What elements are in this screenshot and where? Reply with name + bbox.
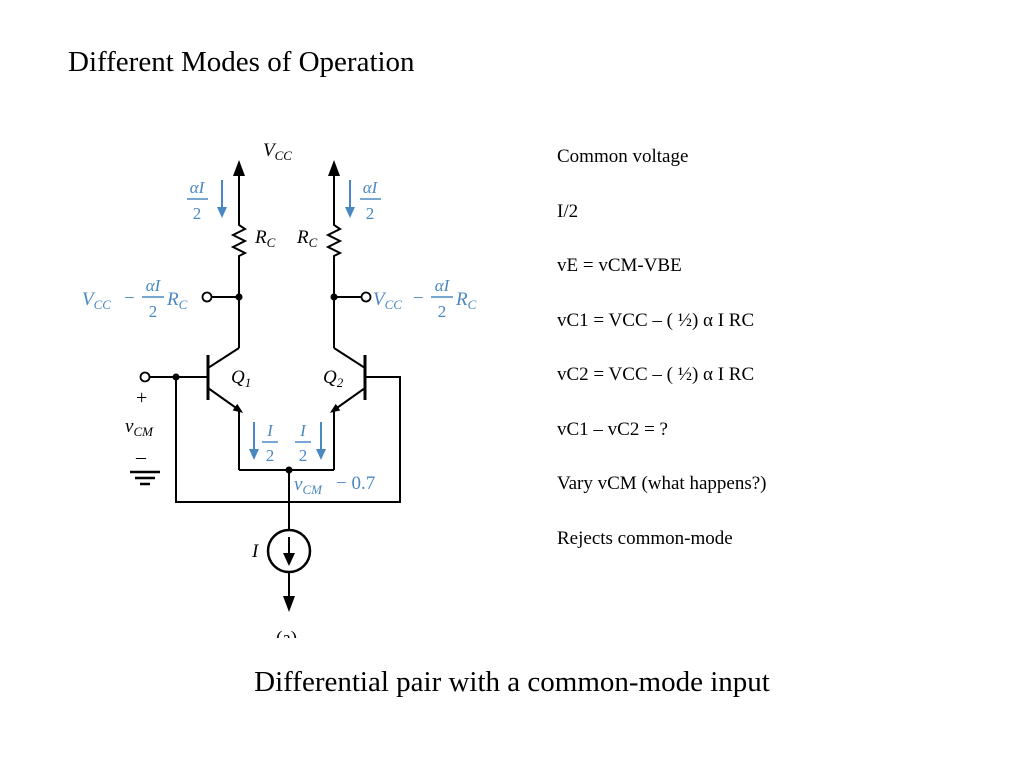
output-voltage-right-label: VCC − αI 2 RC — [373, 276, 477, 321]
svg-text:RC: RC — [166, 289, 188, 312]
svg-text:I: I — [299, 421, 307, 440]
svg-text:vCM: vCM — [294, 474, 323, 497]
output-node-right — [330, 291, 372, 303]
note-item: I/2 — [557, 200, 579, 222]
slide-title: Different Modes of Operation — [68, 46, 415, 78]
base-tie-wire — [175, 376, 401, 503]
ground-return-arrow — [283, 572, 295, 612]
vcc-label: VCC — [263, 140, 292, 163]
resistor-rc-left — [230, 222, 248, 260]
current-source-label: I — [251, 541, 260, 562]
resistor-rc-right-label: RC — [296, 227, 318, 250]
transistor-q2 — [329, 347, 367, 470]
note-item: vC1 = VCC – ( ½) α I RC — [557, 309, 755, 331]
svg-text:αI: αI — [146, 276, 162, 295]
svg-text:RC: RC — [455, 289, 477, 312]
svg-text:αI: αI — [190, 178, 206, 197]
slide-caption: Differential pair with a common-mode inp… — [254, 666, 770, 698]
svg-text:I: I — [266, 421, 274, 440]
svg-text:VCC: VCC — [82, 289, 111, 312]
emitter-current-right: I 2 — [295, 421, 326, 465]
q1-label: Q1 — [231, 367, 251, 390]
input-terminal — [139, 371, 208, 383]
current-source — [266, 528, 312, 574]
svg-text:2: 2 — [299, 446, 308, 465]
output-voltage-left-label: VCC − αI 2 RC — [82, 276, 188, 321]
ground-icon — [130, 470, 160, 486]
figure-label: (a) — [276, 628, 297, 640]
note-item: Rejects common-mode — [557, 527, 733, 549]
differential-pair-circuit: VCC αI 2 αI 2 RC RC VC — [82, 140, 477, 640]
note-item: vC1 – vC2 = ? — [557, 418, 668, 440]
svg-text:− 0.7: − 0.7 — [336, 473, 375, 494]
input-minus-sign: – — [135, 446, 147, 468]
q2-label: Q2 — [323, 367, 344, 390]
note-item: vC2 = VCC – ( ½) α I RC — [557, 364, 755, 385]
emitter-voltage-label: vCM − 0.7 — [294, 473, 375, 497]
vcc-left-arrow — [233, 160, 245, 222]
input-vcm-label: vCM — [125, 416, 154, 439]
note-item: vE = vCM-VBE — [557, 255, 682, 276]
svg-text:−: − — [413, 288, 424, 309]
collector-current-right: αI 2 — [345, 178, 381, 223]
svg-text:VCC: VCC — [373, 289, 402, 312]
output-node-left — [201, 291, 243, 303]
svg-text:αI: αI — [435, 276, 451, 295]
svg-text:−: − — [124, 288, 135, 309]
notes-list: Common voltage I/2 vE = vCM-VBE vC1 = VC… — [557, 145, 766, 581]
vcc-right-arrow — [328, 160, 340, 222]
resistor-rc-left-label: RC — [254, 227, 276, 250]
input-plus-sign: + — [136, 387, 147, 409]
emitter-current-left: I 2 — [249, 421, 278, 465]
svg-text:2: 2 — [438, 302, 447, 321]
svg-text:2: 2 — [149, 302, 158, 321]
resistor-rc-right — [325, 222, 343, 260]
collector-current-left: αI 2 — [187, 178, 227, 223]
svg-text:2: 2 — [366, 204, 375, 223]
note-item: Vary vCM (what happens?) — [557, 473, 767, 494]
svg-text:2: 2 — [266, 446, 275, 465]
note-item: Common voltage — [557, 146, 689, 167]
svg-text:2: 2 — [193, 204, 202, 223]
svg-text:αI: αI — [363, 178, 379, 197]
